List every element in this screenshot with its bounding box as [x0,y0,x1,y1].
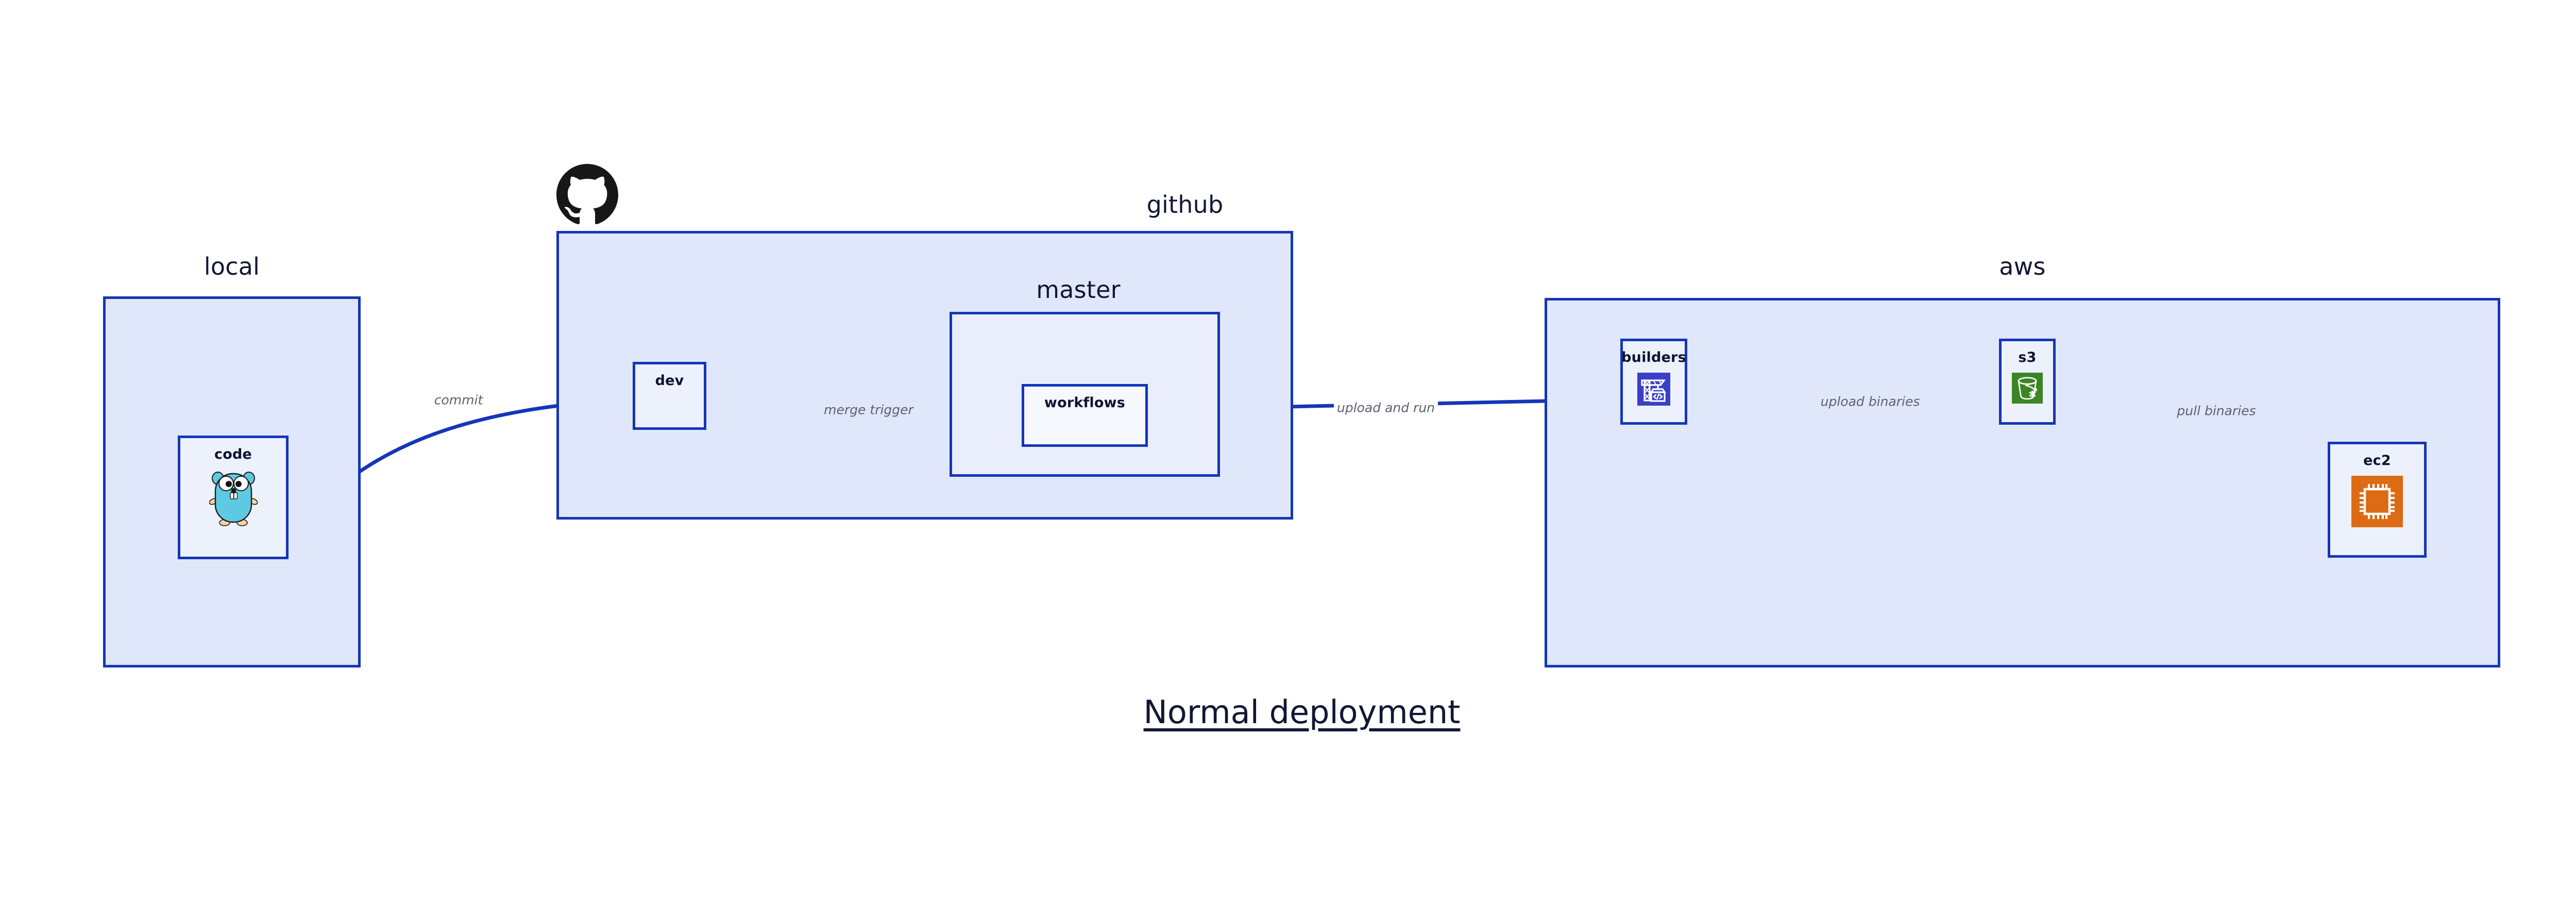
group-title-local: local [204,253,260,280]
go-gopher-icon [209,470,258,526]
group-local[interactable] [103,296,361,667]
node-s3-label: s3 [2018,349,2037,365]
node-builders[interactable]: builders [1620,339,1687,425]
diagram-title: Normal deployment [1143,693,1461,731]
node-ec2-label: ec2 [2363,453,2391,469]
aws-ec2-icon [2351,476,2403,527]
edge-label-pull-binaries: pull binaries [2174,403,2259,419]
group-title-github: github [1146,191,1224,219]
aws-s3-icon [2012,373,2043,404]
edge-label-upload-and-run: upload and run [1333,400,1438,415]
node-builders-label: builders [1621,349,1686,365]
edge-label-merge-trigger: merge trigger [821,402,917,417]
aws-codebuild-icon [1637,373,1670,406]
group-title-master: master [1036,276,1121,304]
group-title-aws: aws [1999,253,2046,280]
node-workflows-label: workflows [1044,395,1126,411]
node-code[interactable]: code [178,436,289,559]
node-s3[interactable]: s3 [1999,339,2056,425]
node-dev[interactable]: dev [633,362,706,430]
node-code-label: code [214,446,252,462]
node-workflows[interactable]: workflows [1022,384,1148,447]
node-ec2[interactable]: ec2 [2328,442,2427,558]
node-dev-label: dev [655,373,684,389]
github-octocat-icon [556,164,618,226]
edge-label-commit: commit [431,392,486,408]
edge-label-upload-binaries: upload binaries [1817,394,1923,409]
